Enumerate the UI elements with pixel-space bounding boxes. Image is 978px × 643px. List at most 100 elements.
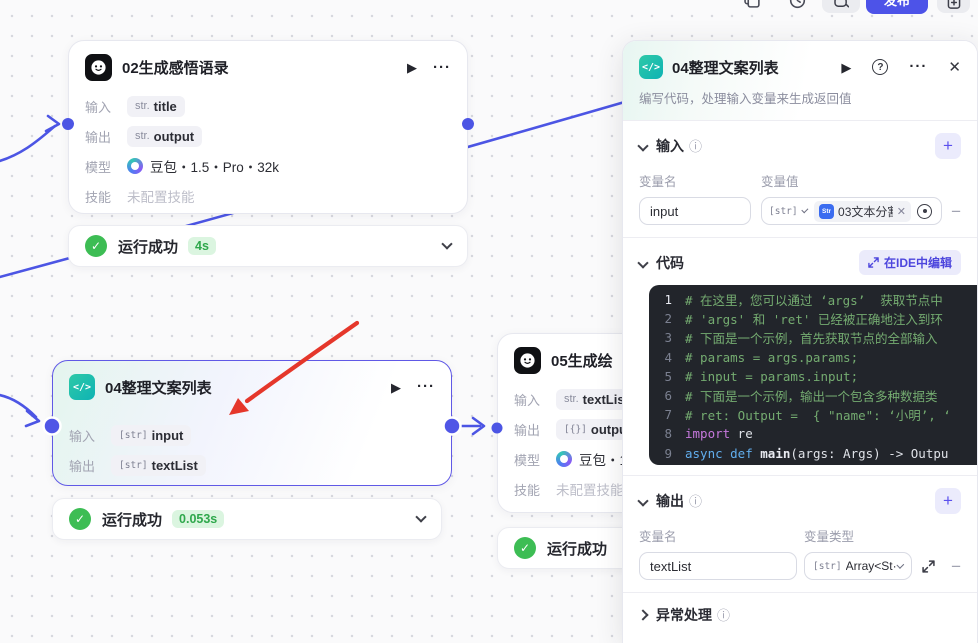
status-text: 运行成功 — [547, 540, 608, 558]
skill-value: 未配置技能 — [127, 190, 195, 205]
duplicate-icon[interactable] — [744, 0, 761, 14]
run-node-button[interactable]: ▶ — [407, 60, 417, 75]
node-title: 05生成绘 — [551, 353, 613, 370]
output-label: 输出 — [69, 458, 96, 474]
variable-name-value: textList — [650, 558, 692, 574]
type-label: str. — [135, 130, 150, 142]
info-icon: ⓘ — [689, 138, 703, 154]
publish-button[interactable]: 发布 — [866, 0, 928, 14]
variable-name: textList — [151, 457, 198, 473]
column-label: 变量名 — [639, 530, 677, 544]
node-card-04-selected[interactable]: </> 04整理文案列表 ▶ ··· 输入 [str] input 输出 [st… — [52, 360, 452, 486]
column-label: 变量类型 — [804, 530, 855, 544]
edit-in-ide-button[interactable]: 在IDE中编辑 — [858, 250, 961, 275]
column-label: 变量名 — [639, 175, 677, 189]
node-output-row: 输出 str. output — [85, 121, 451, 151]
type-label: [str] — [119, 459, 148, 471]
variable-name: output — [153, 128, 195, 144]
add-panel-button[interactable] — [937, 0, 970, 13]
chevron-down-icon[interactable] — [441, 238, 453, 250]
section-title: 代码 — [656, 254, 684, 271]
node-skill-row: 技能 未配置技能 — [514, 474, 690, 504]
skill-label: 技能 — [85, 189, 112, 205]
locate-node-icon[interactable] — [917, 203, 932, 219]
node-output-row: 输出 [str] textList — [69, 450, 435, 480]
variable-name: textList — [582, 391, 629, 407]
model-label: 模型 — [514, 452, 541, 468]
code-line: 3# 下面是一个示例，首先获取节点的全部输入 — [664, 330, 938, 347]
add-output-button[interactable]: + — [935, 488, 961, 514]
help-icon[interactable]: ? — [872, 59, 889, 75]
type-badge: [str] — [769, 205, 798, 217]
expand-output-icon[interactable] — [922, 559, 935, 573]
node-title: 04整理文案列表 — [105, 379, 212, 397]
node-more-button[interactable]: ··· — [417, 378, 435, 396]
type-badge: [str] — [813, 560, 842, 572]
add-input-button[interactable]: + — [935, 133, 961, 159]
run-status-bar-04[interactable]: ✓ 运行成功 0.053s — [52, 498, 442, 540]
panel-more-button[interactable]: ··· — [909, 58, 928, 76]
node-skill-row: 技能 未配置技能 — [85, 181, 451, 211]
code-line: 5# input = params.input; — [664, 368, 859, 384]
success-check-icon: ✓ — [69, 508, 91, 530]
duration-badge: 4s — [188, 237, 216, 255]
section-title: 异常处理 — [656, 607, 712, 623]
bot-icon — [514, 347, 541, 374]
input-label: 输入 — [69, 428, 96, 444]
reference-label: 03文本分割 · o· — [838, 204, 893, 219]
expand-chevron-icon[interactable] — [637, 609, 649, 621]
node-config-panel: </> 04整理文案列表 ▶ ? ··· ✕ 编写代码，处理输入变量来生成返回值… — [622, 40, 978, 643]
collapse-chevron-icon[interactable] — [637, 140, 649, 152]
node-model-row: 模型 豆包・1. — [514, 444, 690, 474]
run-node-button[interactable]: ▶ — [841, 59, 852, 75]
node-card-02[interactable]: 02生成感悟语录 ▶ ··· 输入 str. title 输出 str. out… — [68, 40, 468, 214]
variable-value-selector[interactable]: [str] Str 03文本分割 · o· ✕ — [761, 197, 942, 225]
run-node-button[interactable]: ▶ — [391, 379, 401, 395]
status-text: 运行成功 — [118, 238, 179, 256]
remove-output-button[interactable]: − — [951, 556, 961, 576]
assistant-button[interactable] — [822, 0, 860, 13]
skill-label: 技能 — [514, 482, 541, 498]
chevron-down-icon[interactable] — [415, 511, 427, 523]
reference-chip[interactable]: Str 03文本分割 · o· ✕ — [814, 200, 911, 222]
code-line: 1# 在这里，您可以通过 ‘args’ 获取节点中 — [664, 292, 943, 309]
model-name: 豆包・1.5・Pro・32k — [150, 160, 280, 175]
remove-input-button[interactable]: − — [951, 201, 961, 221]
input-label: 输入 — [85, 99, 112, 115]
model-name: 豆包・1. — [579, 453, 631, 468]
section-title: 输入 — [656, 138, 684, 154]
collapse-chevron-icon[interactable] — [637, 256, 649, 269]
close-icon[interactable]: ✕ — [948, 59, 961, 76]
node-title: 02生成感悟语录 — [122, 60, 229, 77]
output-type-select[interactable]: [str] Array<St··· — [804, 552, 912, 580]
output-pill: [str] textList — [111, 454, 206, 476]
history-clock-icon[interactable] — [789, 0, 806, 14]
code-line: 6# 下面是一个示例，输出一个包含多种数据类 — [664, 388, 938, 405]
input-section: 输入 ⓘ + 变量名 变量值 input [str] Str 03文本分割 · … — [623, 121, 977, 237]
divider — [623, 592, 977, 593]
code-line: 7# ret: Output = { "name": ‘小明’, ‘ — [664, 407, 951, 424]
model-label: 模型 — [85, 159, 112, 175]
status-text: 运行成功 — [102, 511, 163, 529]
run-status-bar-02[interactable]: ✓ 运行成功 4s — [68, 225, 468, 267]
info-icon: ⓘ — [689, 493, 703, 509]
section-title: 输出 — [656, 493, 684, 509]
variable-name-input[interactable]: input — [639, 197, 751, 225]
output-name-input[interactable]: textList — [639, 552, 797, 580]
collapse-chevron-icon[interactable] — [637, 495, 649, 507]
edit-in-ide-label: 在IDE中编辑 — [883, 256, 952, 270]
plugin-icon: Str — [819, 203, 835, 219]
remove-reference-icon[interactable]: ✕ — [896, 205, 906, 218]
info-icon: ⓘ — [717, 607, 731, 623]
code-node-icon: </> — [639, 55, 663, 79]
panel-title: 04整理文案列表 — [672, 59, 779, 77]
type-label: [{}] — [564, 423, 587, 435]
bot-icon — [85, 54, 112, 81]
success-check-icon: ✓ — [514, 537, 536, 559]
success-check-icon: ✓ — [85, 235, 107, 257]
node-more-button[interactable]: ··· — [433, 58, 451, 76]
variable-name-value: input — [650, 203, 679, 219]
